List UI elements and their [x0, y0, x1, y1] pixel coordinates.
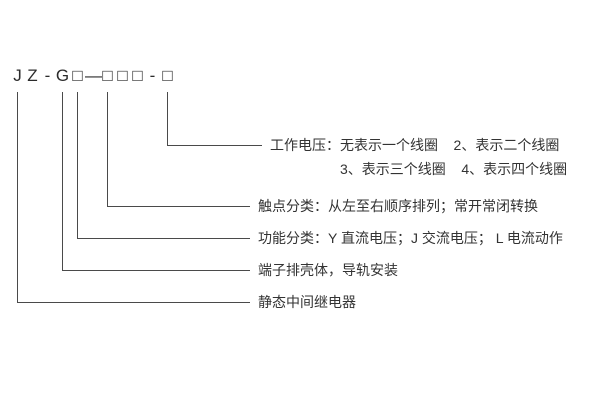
model-code-char: —: [85, 66, 102, 85]
housing-label: 端子排壳体，导轨安装: [258, 262, 398, 278]
model-placeholder-box: □: [72, 66, 83, 85]
relay-type-label: 静态中间继电器: [258, 294, 356, 310]
callout-line-horizontal: [77, 238, 250, 239]
callout-line-vertical: [77, 92, 78, 238]
model-placeholder-box: □: [132, 66, 143, 85]
contact-class-label: 触点分类：从左至右顺序排列；常开常闭转换: [258, 198, 538, 214]
model-code-char: -: [149, 66, 156, 85]
model-code-char: J: [13, 66, 22, 85]
working-voltage-label-line1: 工作电压：无表示一个线圈 2、表示二个线圈: [270, 137, 560, 153]
callout-line-vertical: [17, 92, 18, 302]
callout-line-vertical: [62, 92, 63, 270]
model-code-char: G: [55, 66, 70, 85]
model-placeholder-box: □: [102, 66, 113, 85]
callout-line-horizontal: [62, 270, 250, 271]
model-code: J Z - G □ — □ □ □ - □: [10, 64, 175, 88]
callout-line-vertical: [167, 92, 168, 145]
callout-line-horizontal: [167, 145, 262, 146]
model-code-char: Z: [27, 66, 38, 85]
model-placeholder-box: □: [117, 66, 128, 85]
model-placeholder-box: □: [162, 66, 173, 85]
working-voltage-label-line2: 3、表示三个线圈 4、表示四个线圈: [340, 161, 568, 177]
function-class-label: 功能分类：Y 直流电压；J 交流电压； L 电流动作: [258, 230, 563, 246]
callout-line-vertical: [107, 92, 108, 206]
model-code-char: -: [44, 66, 51, 85]
callout-line-horizontal: [107, 206, 250, 207]
callout-line-horizontal: [17, 302, 250, 303]
